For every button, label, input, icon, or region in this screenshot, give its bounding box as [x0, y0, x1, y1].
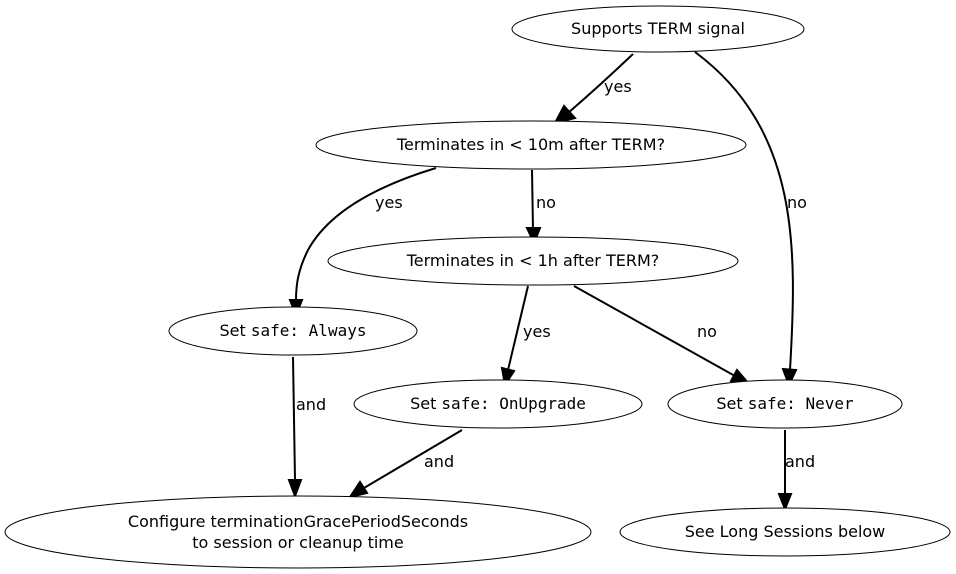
node-configure-line2: to session or cleanup time	[192, 533, 403, 552]
node-terminates-1h-label: Terminates in < 1h after TERM?	[406, 251, 660, 270]
edge-label-1h-yes: yes	[523, 322, 551, 341]
node-long-sessions-label: See Long Sessions below	[685, 522, 886, 541]
edge-1h-to-never	[573, 285, 752, 386]
edge-label-never-and: and	[785, 452, 815, 471]
edge-label-10m-yes: yes	[375, 193, 403, 212]
node-safe-always-label: Set safe: Always	[220, 321, 367, 340]
edge-term-to-10m	[553, 53, 634, 125]
node-safe-onupgrade-code: safe: OnUpgrade	[441, 394, 586, 413]
edge-term-to-never	[694, 51, 798, 388]
edge-label-onupgrade-and: and	[424, 452, 454, 471]
node-terminates-1h: Terminates in < 1h after TERM?	[327, 236, 739, 286]
node-configure-line1: Configure terminationGracePeriodSeconds	[128, 512, 468, 531]
edge-label-term-yes: yes	[604, 77, 632, 96]
edge-never-to-long	[777, 430, 793, 512]
edge-label-10m-no: no	[536, 193, 556, 212]
node-safe-always-prefix: Set	[220, 321, 251, 340]
node-safe-onupgrade-label: Set safe: OnUpgrade	[410, 394, 586, 413]
node-terminates-10m-label: Terminates in < 10m after TERM?	[396, 135, 665, 154]
edge-label-always-and: and	[296, 395, 326, 414]
node-configure-grace-period: Configure terminationGracePeriodSeconds …	[4, 495, 592, 569]
edge-always-to-configure	[287, 356, 303, 499]
node-supports-term-label: Supports TERM signal	[571, 19, 745, 38]
edge-label-term-no: no	[787, 193, 807, 212]
node-terminates-10m: Terminates in < 10m after TERM?	[315, 120, 747, 170]
node-long-sessions: See Long Sessions below	[619, 507, 951, 557]
node-safe-onupgrade: Set safe: OnUpgrade	[353, 379, 643, 429]
edge-onupgrade-to-configure	[347, 429, 463, 499]
node-safe-never-code: safe: Never	[748, 394, 854, 413]
node-safe-onupgrade-prefix: Set	[410, 394, 441, 413]
edge-10m-to-1h	[525, 169, 542, 246]
node-safe-always: Set safe: Always	[168, 306, 418, 356]
edge-label-1h-no: no	[697, 322, 717, 341]
node-safe-never: Set safe: Never	[667, 379, 903, 429]
node-safe-never-prefix: Set	[716, 394, 747, 413]
node-supports-term: Supports TERM signal	[511, 5, 805, 53]
node-safe-always-code: safe: Always	[251, 321, 367, 340]
node-safe-never-label: Set safe: Never	[716, 394, 854, 413]
